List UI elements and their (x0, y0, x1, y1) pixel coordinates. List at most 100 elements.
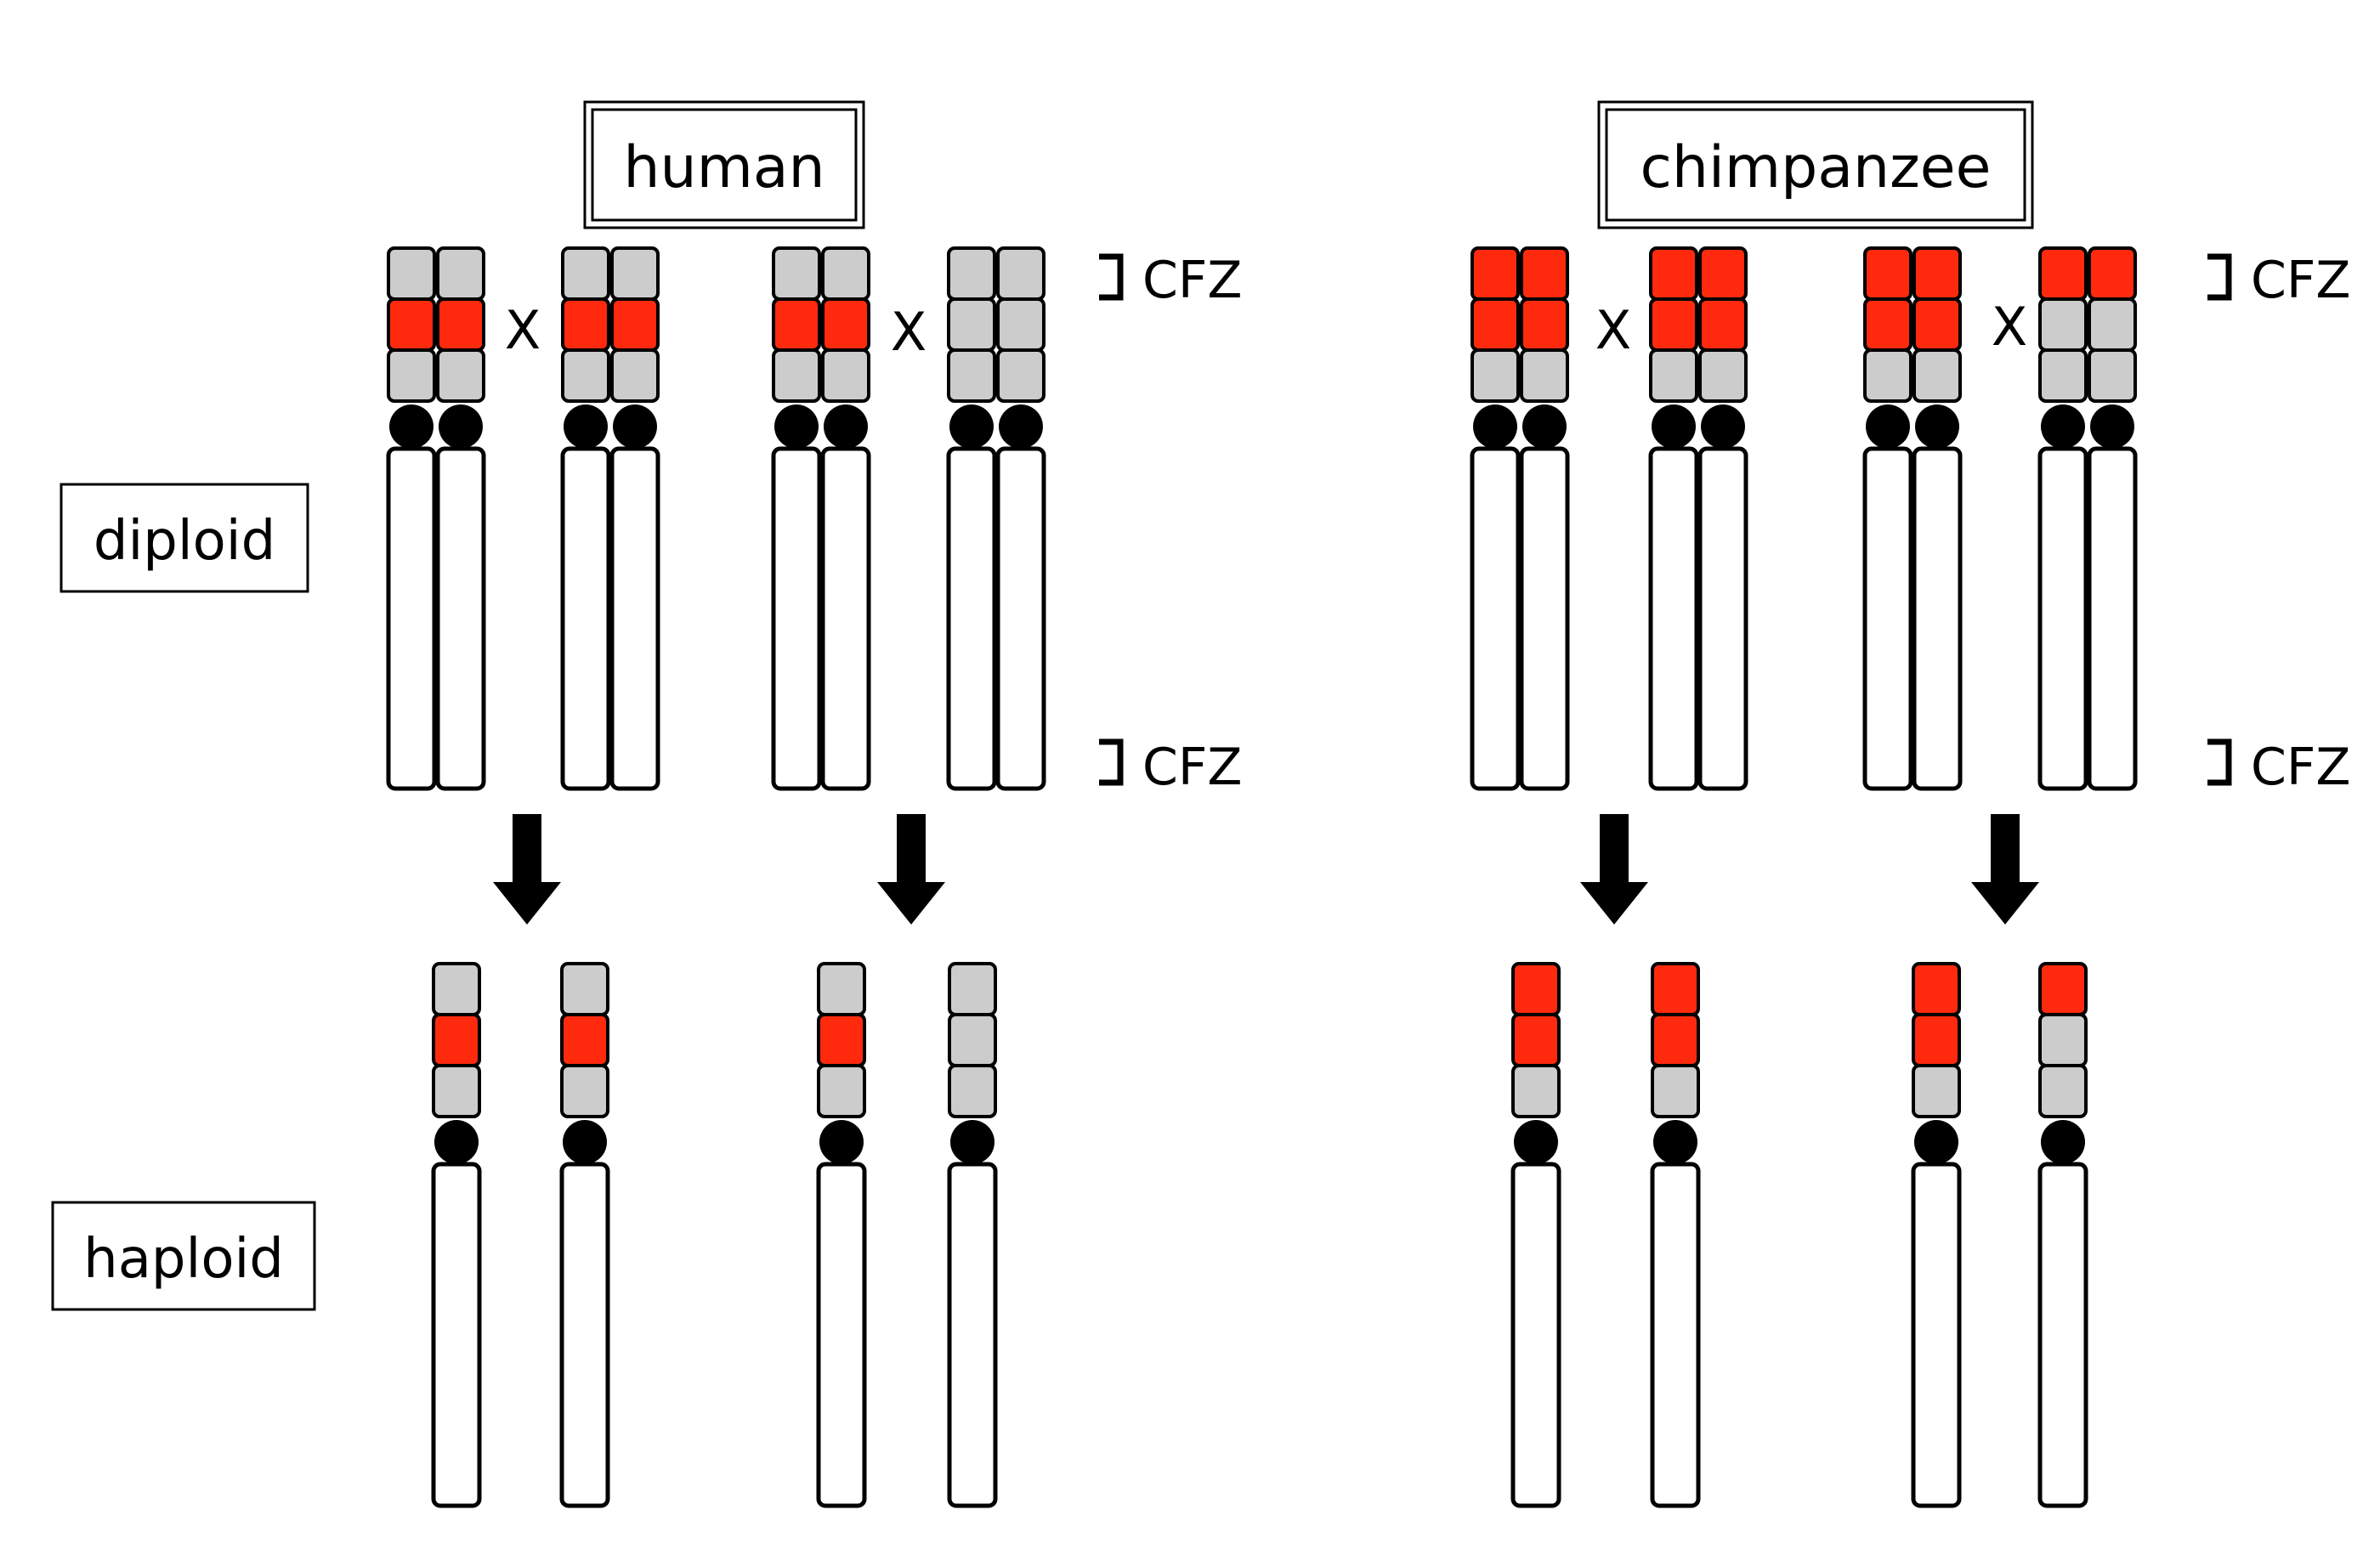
chromatid-band-bottom (1649, 348, 1698, 403)
human-cross-left: X (505, 299, 541, 361)
chromatid-band-bottom (772, 348, 821, 403)
chromatid-band-middle (387, 297, 436, 352)
chromosome-arm (2087, 446, 2138, 791)
chromatid-band-top (560, 962, 609, 1016)
chimpanzee-cross-left: X (1595, 299, 1631, 361)
chromatid-band-middle (947, 297, 996, 352)
chromatid-band-bottom (1912, 1064, 1961, 1118)
chromatid-band-bottom (1651, 1064, 1700, 1118)
cfz-label: CFZ (1142, 738, 1243, 797)
chromatid-band-middle (610, 297, 660, 352)
chromatid-band-bottom (387, 348, 436, 403)
chromosome-arm (946, 446, 997, 791)
chromatid-band-top (432, 962, 481, 1016)
human-cross-right: X (891, 301, 926, 363)
chromatid-band-bottom (817, 1064, 866, 1118)
human-title-box: human (583, 100, 865, 229)
chromatid-band-bottom (561, 348, 610, 403)
human-haploid-chromosome-4 (947, 962, 998, 1508)
down-arrow-icon (877, 814, 945, 925)
chromosome-arm (816, 1162, 867, 1508)
chromatid-band-top (1863, 246, 1912, 301)
chromatid-band-top (1651, 962, 1700, 1016)
chromatid-band-bottom (436, 348, 485, 403)
centromere (2090, 404, 2134, 449)
centromere (1653, 1120, 1697, 1164)
chromosome-arm (1911, 1162, 1962, 1508)
chimpanzee-title-box: chimpanzee (1597, 100, 2034, 229)
chromosome-arm (1862, 446, 1913, 791)
human-diploid-chromosome-2 (560, 246, 660, 791)
chromatid-band-top (947, 246, 996, 301)
centromere (774, 404, 819, 449)
chromatid-band-top (948, 962, 997, 1016)
chromatid-band-middle (1520, 297, 1569, 352)
chromosome-arm (1519, 446, 1570, 791)
chromatid-band-bottom (2038, 348, 2088, 403)
chromosome-layer (386, 246, 2138, 1508)
cfz-marker-human-top: CFZ (1099, 251, 1243, 310)
cfz-label: CFZ (1142, 251, 1243, 310)
cfz-label: CFZ (2251, 251, 2351, 310)
chromosome-arm (1650, 1162, 1701, 1508)
diploid-label: diploid (94, 510, 275, 573)
chimpanzee-haploid-chromosome-2 (1650, 962, 1701, 1508)
chromosome-arm (947, 1162, 998, 1508)
chimpanzee-diploid-chromosome-4 (2037, 246, 2138, 791)
chromatid-band-top (1912, 962, 1961, 1016)
chromosome-arm (2037, 446, 2088, 791)
chromatid-band-top (436, 246, 485, 301)
centromere (439, 404, 483, 449)
chromatid-band-top (2088, 246, 2137, 301)
chromatid-band-middle (1863, 297, 1912, 352)
centromere (824, 404, 868, 449)
chromatid-band-top (1649, 246, 1698, 301)
centromere (1514, 1120, 1558, 1164)
diploid-label-box: diploid (60, 483, 309, 593)
chromosome-arm (560, 446, 611, 791)
centromere (1914, 1120, 1958, 1164)
chromatid-band-middle (436, 297, 485, 352)
chromatid-band-middle (2038, 1013, 2088, 1067)
cfz-marker-human-bottom: CFZ (1099, 738, 1243, 797)
chromatid-band-bottom (948, 1064, 997, 1118)
chromatid-band-bottom (2088, 348, 2137, 403)
human-title: human (623, 134, 824, 201)
chimpanzee-cross-right: X (1992, 296, 2027, 358)
centromere (2041, 404, 2085, 449)
chromosome-arm (435, 446, 486, 791)
centromere (613, 404, 657, 449)
centromere (950, 1120, 994, 1164)
chromatid-band-middle (560, 1013, 609, 1067)
chromatid-band-middle (821, 297, 870, 352)
chromatid-band-top (1470, 246, 1520, 301)
chromosome-arm (995, 446, 1046, 791)
chimpanzee-diploid-chromosome-1 (1470, 246, 1570, 791)
down-arrow-icon (1971, 814, 2039, 925)
centromere (1701, 404, 1745, 449)
centromere (819, 1120, 864, 1164)
chromatid-band-bottom (2038, 1064, 2088, 1118)
down-arrow-icon (493, 814, 561, 925)
chromatid-band-bottom (1520, 348, 1569, 403)
chromatid-band-bottom (1698, 348, 1748, 403)
chromatid-band-middle (817, 1013, 866, 1067)
chromatid-band-top (1912, 246, 1962, 301)
centromere (564, 404, 608, 449)
chromatid-band-middle (1470, 297, 1520, 352)
chromatid-band-top (821, 246, 870, 301)
cfz-marker-chimpanzee-top: CFZ (2207, 251, 2351, 310)
chromatid-band-middle (1651, 1013, 1700, 1067)
chromosome-arm (559, 1162, 610, 1508)
chromosome-arm (771, 446, 822, 791)
chromosome-arm (2037, 1162, 2088, 1508)
chromatid-band-middle (2088, 297, 2137, 352)
chromatid-band-bottom (560, 1064, 609, 1118)
human-haploid-chromosome-2 (559, 962, 610, 1508)
human-diploid-chromosome-4 (946, 246, 1046, 791)
chromatid-band-middle (996, 297, 1046, 352)
centromere (949, 404, 994, 449)
chromosome-arm (820, 446, 871, 791)
human-haploid-chromosome-3 (816, 962, 867, 1508)
